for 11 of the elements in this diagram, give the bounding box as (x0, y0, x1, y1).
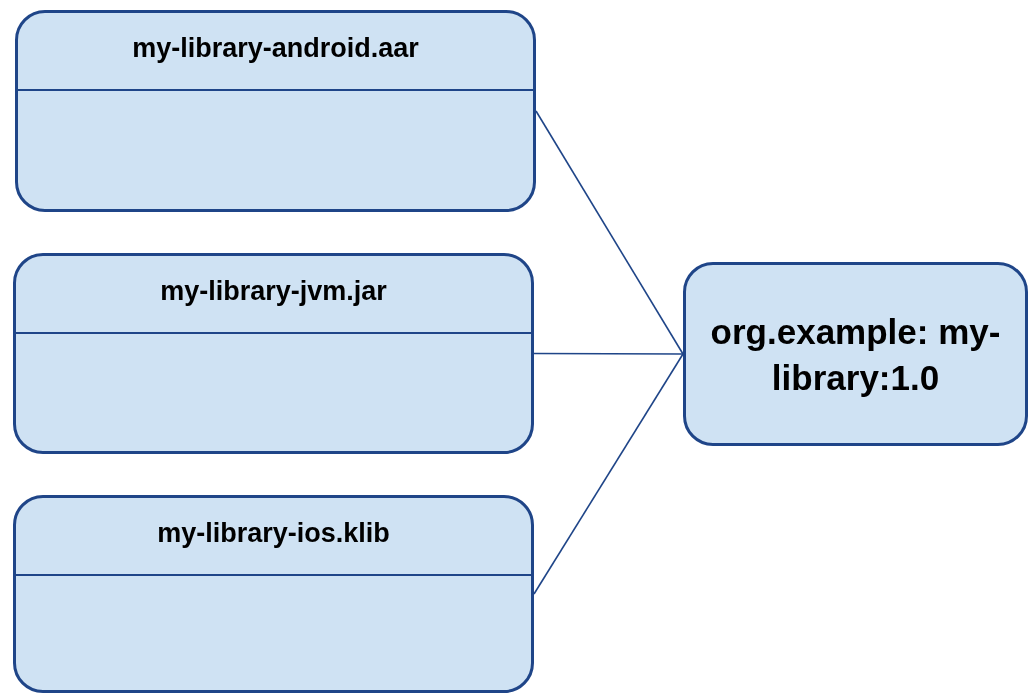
connector-line (533, 353, 684, 595)
file-box (15, 10, 536, 212)
connector-line (535, 110, 684, 355)
file-box (13, 495, 534, 693)
file-name: my-library-android.aar (131, 33, 420, 64)
file-box (13, 253, 534, 454)
artifact-name: org.example: my-library:1.0 (709, 310, 1002, 399)
file-name: my-library-jvm.jar (159, 276, 388, 307)
artifact-box (683, 262, 1028, 446)
file-name: my-library-ios.klib (156, 518, 391, 549)
connector-line (533, 352, 684, 355)
